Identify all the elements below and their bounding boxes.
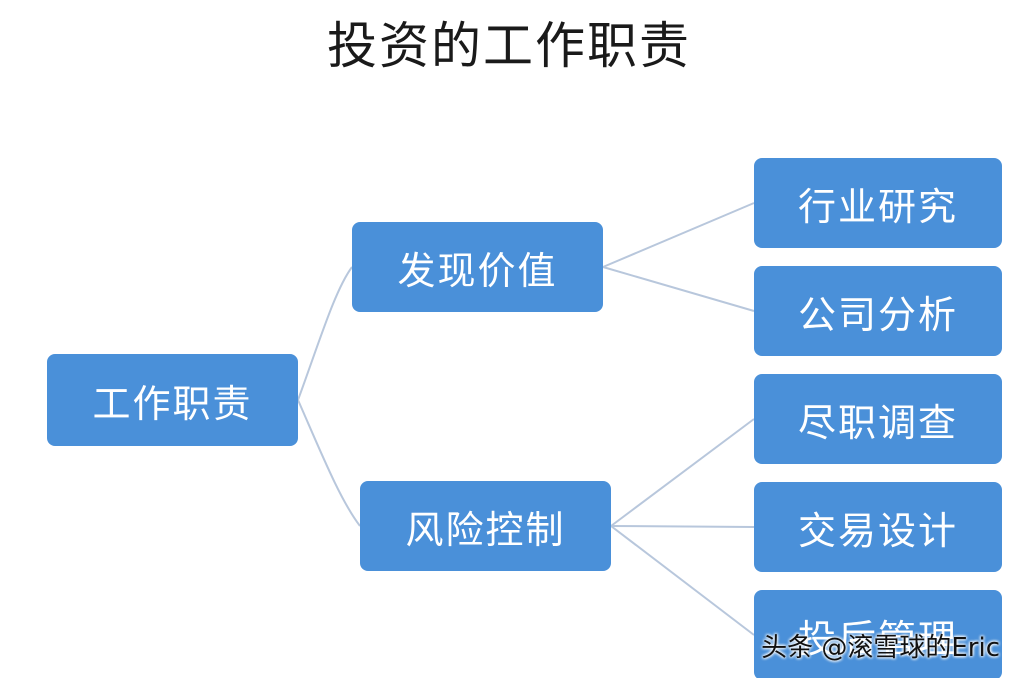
connector-branch-2-to-leaf-3 bbox=[610, 418, 755, 527]
leaf-node-industry-research: 行业研究 bbox=[754, 158, 1002, 248]
connector-root-to-branch-1 bbox=[297, 266, 353, 401]
root-node: 工作职责 bbox=[47, 354, 298, 446]
watermark: 头条 @滚雪球的Eric bbox=[761, 633, 1000, 663]
connector-branch-1-to-leaf-1 bbox=[602, 202, 755, 268]
leaf-node-deal-design: 交易设计 bbox=[754, 482, 1002, 572]
page-title: 投资的工作职责 bbox=[327, 17, 691, 75]
connector-branch-2-to-leaf-5 bbox=[610, 525, 755, 636]
connector-root-to-branch-2 bbox=[297, 399, 361, 527]
leaf-node-post-investment: 投后管理 bbox=[754, 590, 1002, 678]
branch-node-risk-control: 风险控制 bbox=[360, 481, 611, 571]
connector-branch-2-to-leaf-4 bbox=[610, 525, 755, 528]
branch-node-discover-value: 发现价值 bbox=[352, 222, 603, 312]
connector-branch-1-to-leaf-2 bbox=[602, 266, 755, 312]
leaf-node-company-analysis: 公司分析 bbox=[754, 266, 1002, 356]
leaf-node-due-diligence: 尽职调查 bbox=[754, 374, 1002, 464]
